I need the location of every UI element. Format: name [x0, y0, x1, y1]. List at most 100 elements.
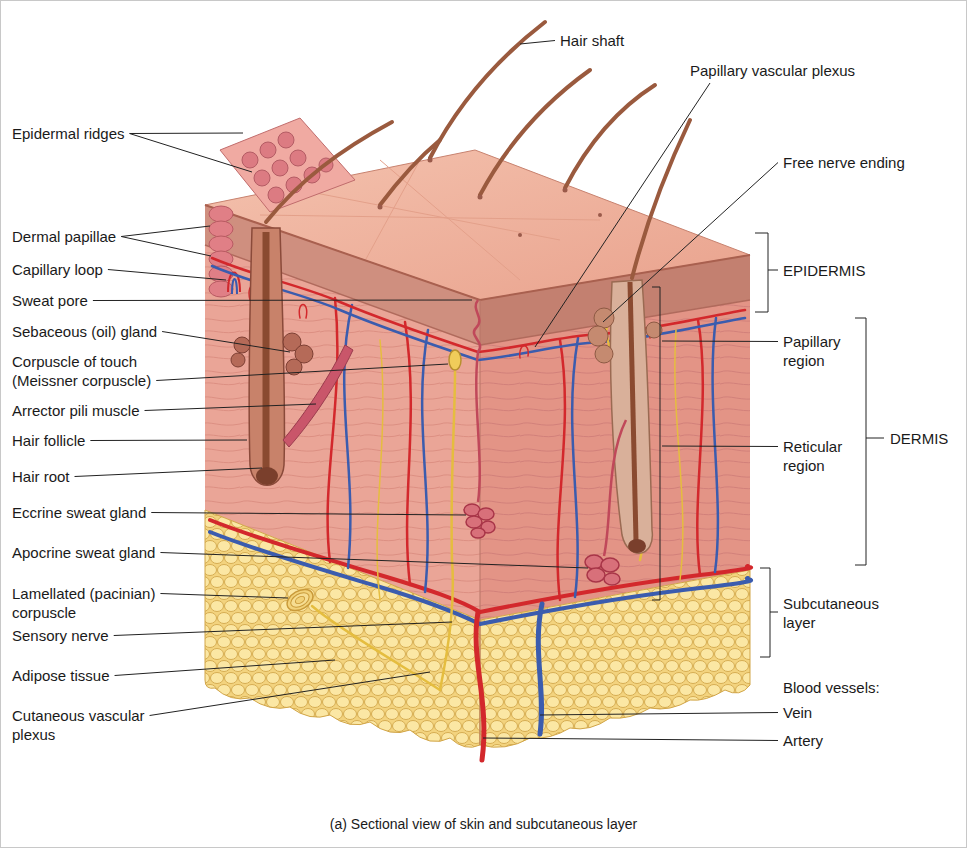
leader-line: [540, 713, 778, 716]
apocrine-sweat-gland: [601, 558, 619, 572]
apocrine-sweat-gland: [604, 420, 626, 556]
epidermal-ridges-flap: [272, 160, 288, 176]
block-faces: [205, 245, 750, 345]
leader-line: [160, 594, 288, 599]
leader-line: [90, 440, 247, 442]
blood-vessels: [328, 298, 338, 562]
left-hair-follicle: [249, 228, 284, 485]
blood-vessels: [212, 258, 745, 352]
pacinian-corpuscle: [283, 585, 316, 615]
pores: [518, 233, 522, 237]
eccrine-sweat-gland: [471, 528, 485, 538]
blood-vessels: [210, 532, 751, 624]
part-label: Cutaneous vascular plexus: [12, 706, 162, 744]
pores: [378, 158, 603, 238]
dermal-papillae: [209, 221, 233, 237]
pores: [563, 188, 568, 193]
capillary-loop: [232, 279, 237, 294]
part-label: Eccrine sweat gland: [12, 503, 146, 522]
pacinian-corpuscle: [283, 585, 316, 615]
sebaceous-gland: [231, 353, 245, 367]
right-hair-follicle: [630, 282, 636, 540]
hair-shafts: [430, 22, 545, 158]
leader-line: [662, 446, 778, 448]
blood-vessels: [344, 305, 352, 568]
brackets: [652, 233, 884, 657]
apocrine-sweat-gland: [585, 420, 626, 585]
leader-line: [75, 468, 262, 477]
left-hair-follicle: [249, 228, 284, 485]
part-label: Reticular region: [783, 437, 863, 475]
part-label: Lamellated (pacinian) corpuscle: [12, 584, 182, 622]
right-hair-follicle: [610, 280, 652, 553]
blood-vessels: [713, 318, 718, 572]
epidermal-ridges-flap: [254, 170, 270, 186]
leader-line: [151, 513, 466, 516]
part-label: Vein: [783, 703, 812, 722]
hair-shafts: [565, 85, 655, 188]
part-label: Adipose tissue: [12, 666, 110, 685]
brackets: [760, 568, 778, 657]
right-hair-follicle: [588, 280, 662, 553]
part-label: EPIDERMIS: [783, 261, 866, 280]
part-label: Free nerve ending: [783, 153, 905, 172]
part-label: DERMIS: [890, 429, 948, 448]
left-hair-follicle: [263, 232, 270, 468]
blood-vessels: [558, 340, 565, 600]
meissner-corpuscle: [449, 350, 461, 370]
apocrine-sweat-gland: [587, 568, 605, 582]
blood-vessels: [697, 320, 703, 575]
part-label: Papillary vascular plexus: [690, 61, 855, 80]
epidermal-ridges-flap: [242, 152, 258, 168]
part-label: Artery: [783, 731, 823, 750]
blood-vessels: [476, 612, 484, 760]
leader-line: [483, 738, 778, 741]
figure-caption: (a) Sectional view of skin and subcutane…: [0, 815, 967, 833]
right-hair-follicle: [588, 326, 608, 346]
part-label: Sebaceous (oil) gland: [12, 322, 157, 341]
leader-line: [130, 133, 243, 135]
brackets: [855, 318, 884, 565]
leader-line: [121, 237, 211, 257]
brackets: [652, 287, 660, 600]
apocrine-sweat-gland: [585, 555, 603, 569]
epidermal-ridges-flap: [260, 142, 276, 158]
epidermal-ridges-flap: [290, 150, 306, 166]
leader-line: [108, 270, 226, 281]
eccrine-sweat-gland: [474, 300, 480, 502]
part-label: Epidermal ridges: [12, 124, 125, 143]
right-hair-follicle: [628, 539, 646, 553]
leader-line: [145, 404, 316, 411]
leader-line: [662, 341, 778, 343]
eccrine-sweat-gland: [466, 516, 482, 528]
right-hair-follicle: [595, 345, 613, 363]
blood-vessels: [210, 258, 751, 760]
blood-vessels: [572, 338, 578, 597]
leader-line: [162, 332, 290, 353]
block-faces: [205, 205, 750, 300]
leader-line: [520, 41, 555, 45]
part-label: Blood vessels:: [783, 678, 880, 697]
part-label: Hair follicle: [12, 431, 85, 450]
epidermal-ridges-flap: [268, 187, 284, 203]
part-label: Hair shaft: [560, 31, 624, 50]
blood-vessels: [422, 330, 428, 592]
leader-line: [121, 226, 210, 237]
arrector-pili-muscle: [283, 345, 353, 447]
part-label: Papillary region: [783, 332, 863, 370]
right-hair-follicle: [594, 308, 614, 328]
hair-shafts: [266, 122, 392, 222]
part-label: Subcutaneous layer: [783, 594, 903, 632]
blood-vessels: [405, 322, 411, 585]
part-label: Dermal papillae: [12, 227, 116, 246]
leader-line: [156, 364, 448, 381]
left-hair-follicle: [256, 467, 278, 485]
leader-line: [93, 300, 472, 302]
part-label: Sweat pore: [12, 291, 88, 310]
leader-line: [130, 134, 252, 173]
right-hair-follicle: [588, 308, 662, 363]
part-label: Apocrine sweat gland: [12, 543, 155, 562]
